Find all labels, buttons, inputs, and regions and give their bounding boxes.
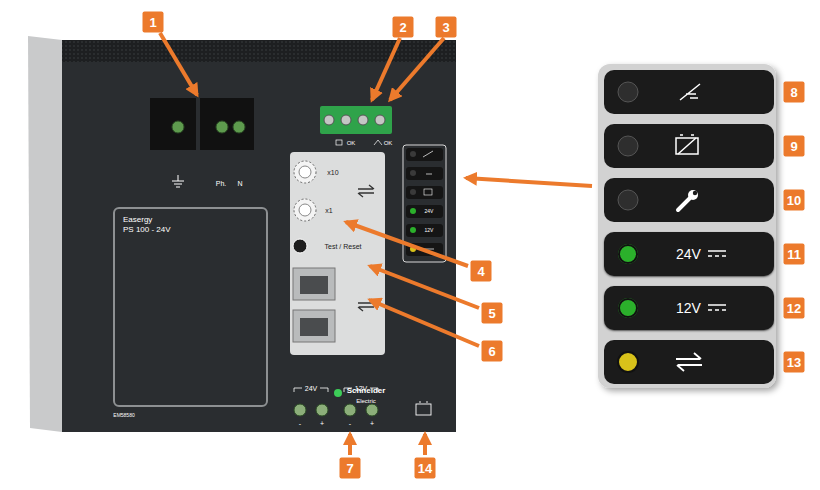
logo-mark: [334, 389, 342, 397]
polarity-mark: -: [349, 420, 351, 427]
brand-name: Electric: [356, 398, 376, 404]
zoom-rows: [604, 70, 774, 384]
screw: [172, 121, 184, 133]
screw: [344, 404, 356, 416]
terminal-block: [200, 98, 254, 150]
dial-name: x10: [327, 169, 338, 176]
screw: [341, 115, 351, 125]
rotary-dial: [294, 199, 316, 221]
screw: [233, 121, 245, 133]
callout-number: 3: [436, 17, 457, 38]
callout-number: 4: [471, 261, 492, 282]
polarity-mark: -: [299, 420, 301, 427]
callout-number: 12: [784, 298, 805, 319]
callout-number: 1: [143, 12, 164, 33]
link-symbol: [358, 185, 374, 197]
led-name: 12V: [425, 228, 434, 233]
test-button: [293, 239, 307, 253]
callout-number: 9: [784, 136, 805, 157]
label-text: Easergy: [123, 215, 258, 225]
relay-name: OK: [347, 140, 356, 146]
rotary-dial: [299, 166, 311, 178]
relay-name: OK: [384, 140, 393, 146]
zoom-panel: [598, 64, 776, 388]
dc-symbol: [707, 302, 727, 314]
rj45-port: [300, 318, 328, 336]
callout-number: 8: [784, 82, 805, 103]
terminal-name: Ph.: [216, 180, 227, 187]
output-name: 12V: [355, 385, 367, 392]
screw: [216, 121, 228, 133]
product-label-box: EasergyPS 100 - 24V: [113, 207, 268, 407]
terminal-block: [150, 98, 196, 150]
callout-number: 7: [340, 458, 361, 479]
control-panel: [290, 152, 385, 355]
indicator-row: 24V: [604, 232, 774, 276]
front-face: [62, 40, 456, 432]
battery-icon: [336, 140, 342, 145]
battery-icon: [416, 402, 431, 415]
label-text: PS 100 - 24V: [123, 225, 258, 235]
screw: [324, 115, 334, 125]
leader-arrow: [160, 33, 592, 455]
callout-number: 5: [482, 303, 503, 324]
callout-number: 14: [415, 458, 436, 479]
dial-name: x1: [325, 207, 332, 214]
led-rows: [406, 148, 443, 256]
indicator-text: 24V: [676, 246, 701, 262]
callout-number: 2: [393, 17, 414, 38]
button-name: Test / Reset: [325, 243, 362, 250]
indicator-row: 12V: [604, 286, 774, 330]
rj45-port: [300, 276, 328, 294]
screw: [294, 404, 306, 416]
screw: [375, 115, 385, 125]
indicator-text: 12V: [676, 300, 701, 316]
callout-number: 13: [784, 352, 805, 373]
polarity-mark: +: [370, 420, 374, 427]
rj45-port: [293, 268, 335, 300]
screw: [358, 115, 368, 125]
terminal-name: N: [237, 180, 242, 187]
led-lamp: [618, 244, 638, 264]
ac-icon: [374, 140, 382, 145]
screw: [366, 404, 378, 416]
ground-symbol: [172, 175, 184, 187]
polarity-mark: +: [320, 420, 324, 427]
rotary-dial: [294, 161, 316, 183]
callout-number: 6: [482, 341, 503, 362]
rotary-dial: [299, 204, 311, 216]
relay-terminal: [320, 106, 392, 134]
led-name: 24V: [425, 209, 434, 214]
output-name: 24V: [305, 385, 317, 392]
rj45-port: [293, 310, 335, 342]
callout-number: 10: [784, 190, 805, 211]
side-face: [28, 36, 62, 432]
part-number: EM58580: [113, 413, 134, 418]
led-lamp: [618, 298, 638, 318]
dc-symbol: [707, 248, 727, 260]
callout-number: 11: [784, 244, 805, 265]
screw: [316, 404, 328, 416]
